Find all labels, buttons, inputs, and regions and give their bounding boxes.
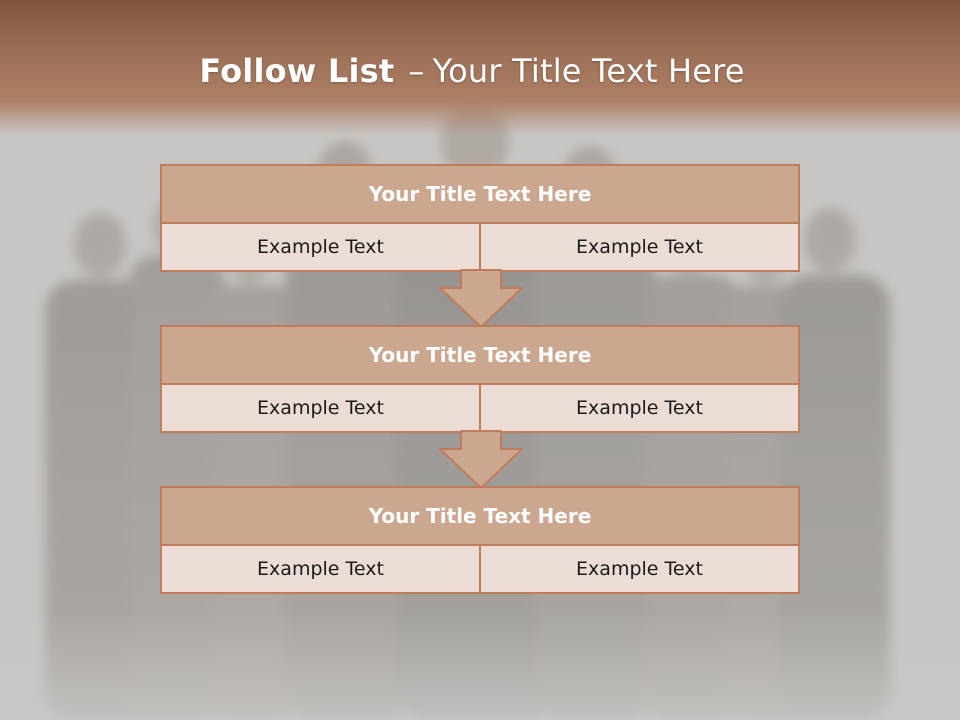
block-cell-right: Example Text (479, 385, 798, 431)
block-row: Example Text Example Text (162, 224, 798, 270)
block-row: Example Text Example Text (162, 385, 798, 431)
block-cell-right: Example Text (479, 224, 798, 270)
slide-title: Follow List–Your Title Text Here (0, 52, 944, 90)
down-arrow-icon (439, 269, 523, 328)
block-cell-left: Example Text (162, 224, 479, 270)
block-heading: Your Title Text Here (162, 488, 798, 546)
slide-title-dash: – (408, 52, 425, 90)
follow-block-2: Your Title Text Here Example Text Exampl… (160, 325, 800, 433)
follow-block-3: Your Title Text Here Example Text Exampl… (160, 486, 800, 594)
follow-block-1: Your Title Text Here Example Text Exampl… (160, 164, 800, 272)
block-cell-right: Example Text (479, 546, 798, 592)
block-heading: Your Title Text Here (162, 327, 798, 385)
slide-title-bold: Follow List (199, 52, 395, 90)
block-cell-left: Example Text (162, 546, 479, 592)
block-cell-left: Example Text (162, 385, 479, 431)
title-band (0, 0, 960, 135)
block-heading: Your Title Text Here (162, 166, 798, 224)
block-row: Example Text Example Text (162, 546, 798, 592)
slide-title-rest: Your Title Text Here (432, 52, 745, 90)
down-arrow-icon (439, 430, 523, 489)
